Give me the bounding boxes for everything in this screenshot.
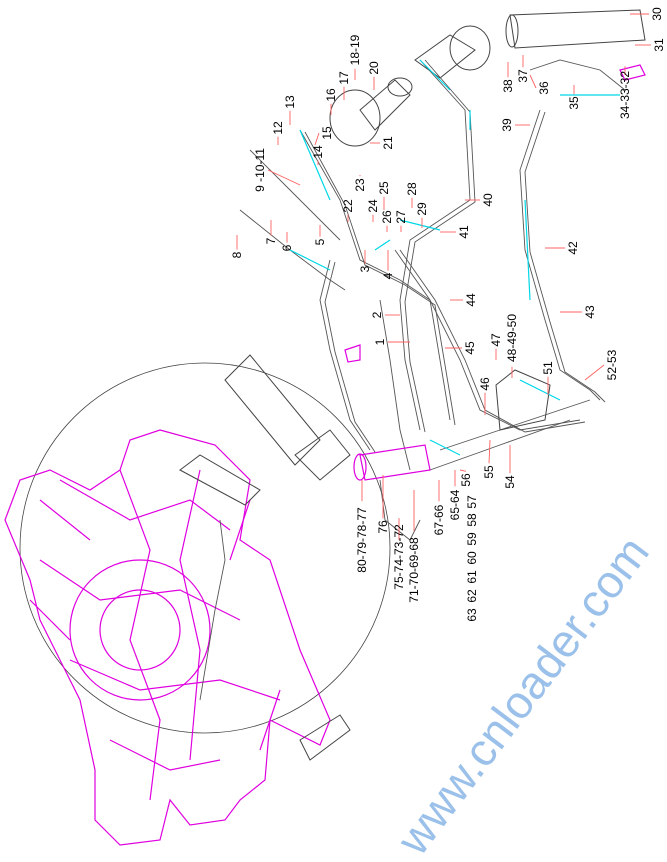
part-label: 39 [500, 118, 514, 132]
part-label: 35 [567, 96, 581, 110]
part-label: 1 [373, 338, 387, 345]
part-label: 48-49-50 [505, 314, 519, 362]
leader-line [314, 132, 320, 146]
part-label: 28 [405, 182, 419, 196]
part-label: 76 [376, 520, 390, 534]
part-label: 31 [652, 38, 666, 52]
part-label: 63 [465, 608, 479, 622]
part-label: 51 [541, 361, 555, 375]
part-label: 9 -10-11 [253, 148, 267, 192]
part-label: 36 [537, 81, 551, 95]
part-label: 43 [583, 305, 597, 319]
part-label: 42 [566, 241, 580, 255]
part-label: 60 [465, 551, 479, 565]
part-label: 7 [264, 237, 278, 244]
part-label: 17 [337, 71, 351, 85]
leader-line [459, 469, 467, 472]
part-label: 8 [230, 251, 244, 258]
part-label: 5 [313, 238, 327, 245]
part-label: 6 [280, 244, 294, 251]
part-label: 41 [457, 225, 471, 239]
part-label: 80-79-78-77 [355, 507, 369, 573]
part-label: 30 [650, 7, 664, 21]
part-label: 75-74-73-72 [392, 524, 406, 590]
part-label: 27 [394, 210, 408, 224]
leader-lines [236, 13, 651, 540]
part-label: 18-19 [348, 34, 362, 65]
part-label: 38 [501, 79, 515, 93]
hose-lines [199, 59, 626, 701]
part-label: 57 [465, 495, 479, 509]
part-label: 4 [381, 272, 395, 279]
leader-line [488, 439, 491, 464]
part-label: 15 [320, 126, 334, 140]
part-label: 47 [489, 333, 503, 347]
part-label: 3 [358, 265, 372, 272]
part-label: 26 [380, 210, 394, 224]
part-label: 40 [481, 193, 495, 207]
part-label: 34-33-32 [618, 71, 632, 119]
part-label: 62 [465, 589, 479, 603]
part-label: 22 [341, 199, 355, 213]
part-label: 25 [377, 181, 391, 195]
steering-cylinder [344, 64, 646, 481]
part-label: 37 [516, 69, 530, 83]
part-label: 20 [367, 61, 381, 75]
part-label: 56 [459, 473, 473, 487]
part-label: 44 [464, 293, 478, 307]
part-label: 55 [482, 465, 496, 479]
part-label: 23 [353, 178, 367, 192]
part-label: 52-53 [605, 349, 619, 380]
part-label: 54 [503, 475, 517, 489]
part-label: 12 [271, 121, 285, 135]
part-label: 45 [463, 341, 477, 355]
leader-line [529, 74, 537, 89]
part-label: 24 [366, 199, 380, 213]
part-label: 46 [478, 377, 492, 391]
hose-fittings [289, 59, 620, 456]
part-label: 59 [465, 532, 479, 546]
cylinders [179, 9, 646, 761]
part-label: 29 [415, 202, 429, 216]
part-label: 67-66 [432, 504, 446, 535]
part-label: 16 [324, 88, 338, 102]
part-label: 58 [465, 513, 479, 527]
watermark: www.cnloader.com [386, 526, 659, 862]
part-label: 13 [283, 95, 297, 109]
part-label: 2 [370, 311, 384, 318]
leader-line [584, 364, 605, 381]
detail-circle [19, 362, 391, 734]
leader-line [267, 169, 301, 186]
part-label: 21 [381, 136, 395, 150]
part-label: 71-70-69-68 [407, 537, 421, 603]
part-label: 65-64 [448, 489, 462, 520]
part-label: 14 [311, 145, 325, 159]
loader-frame [4, 429, 331, 846]
part-label: 61 [465, 570, 479, 584]
